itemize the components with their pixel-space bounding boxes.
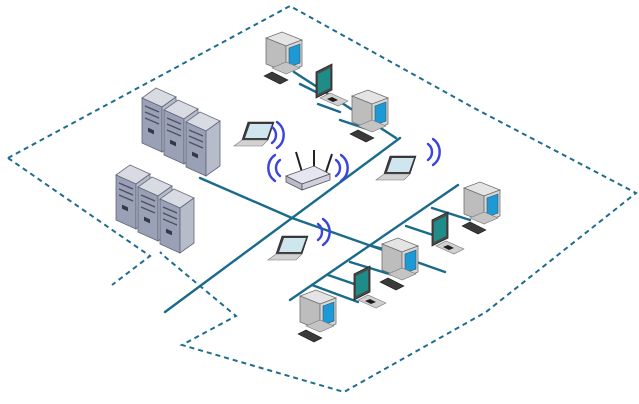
crt-computer-icon: [297, 289, 337, 343]
wireless-router-icon: [284, 150, 333, 191]
laptop-icon: [267, 235, 309, 261]
server-icon: [185, 111, 221, 177]
flat-panel-computer-icon: [315, 63, 349, 107]
server-icon: [159, 188, 195, 254]
server-cluster-top: [141, 87, 221, 177]
laptop-icon: [375, 155, 417, 181]
network-cabling: [163, 70, 472, 314]
crt-computer-icon: [461, 181, 501, 235]
crt-computer-icon: [379, 237, 419, 291]
crt-computer-icon: [263, 31, 303, 85]
crt-computer-icon: [349, 89, 389, 143]
laptop-icon: [233, 121, 275, 147]
network-boundary: [7, 4, 638, 394]
flat-panel-computer-icon: [431, 211, 465, 255]
